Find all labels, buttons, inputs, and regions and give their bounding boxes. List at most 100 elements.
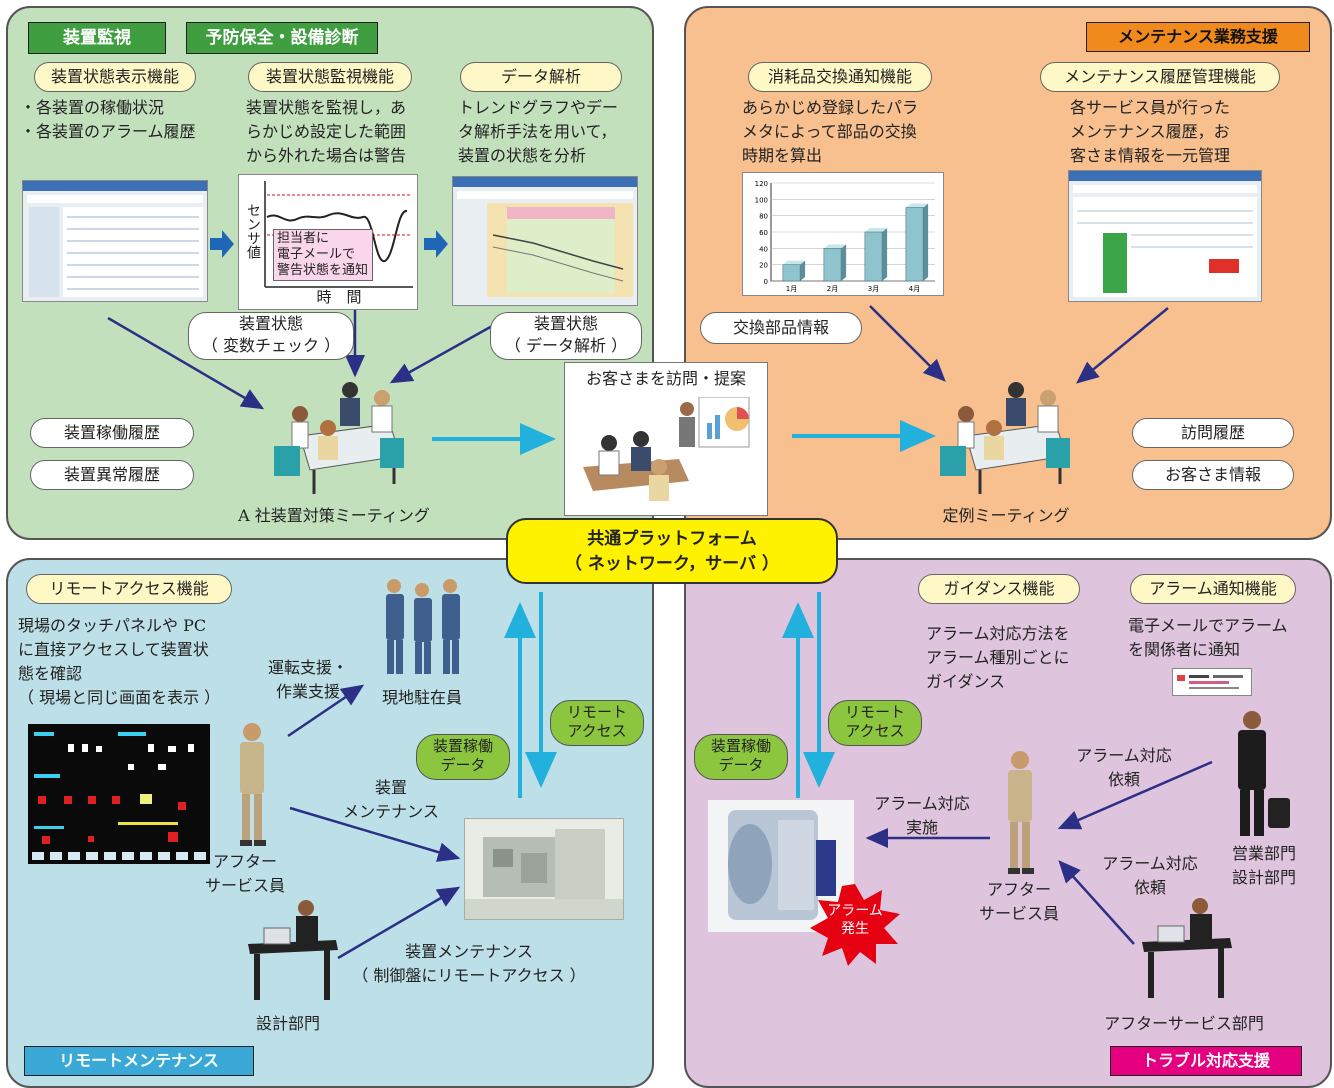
email-icon	[1172, 668, 1252, 696]
tag-monitoring: 装置監視	[28, 22, 166, 54]
chart-bar-top	[823, 244, 847, 249]
tag-preventive: 予防保全・設備診断	[186, 22, 378, 54]
pill-anomaly-history: 装置異常履歴	[30, 460, 194, 490]
support-label: 運転支援・ 作業支援	[267, 658, 348, 701]
graph-ylabel: センサ値	[245, 203, 261, 259]
chart-bar	[864, 231, 883, 282]
meeting-a-label: A 社装置対策ミーティング	[238, 506, 430, 525]
chart-xtick: 4月	[909, 285, 920, 293]
common-platform: 共通プラットフォーム （ ネットワーク，サーバ ）	[506, 518, 838, 584]
trouble-service-label: アフター サービス員	[978, 880, 1059, 923]
text-alarm-notify: 電子メールでアラーム を関係者に通知	[1128, 616, 1288, 659]
alarm-burst	[810, 884, 900, 966]
tag-trouble-support: トラブル対応支援	[1110, 1046, 1302, 1076]
chart-ytick: 0	[764, 278, 768, 286]
chart-bar-side	[800, 260, 806, 281]
touch-panel-screen	[28, 724, 210, 864]
platform-line1: 共通プラットフォーム	[587, 529, 757, 549]
text-consumables: あらかじめ登録したパラ メタによって部品の交換 時期を算出	[742, 98, 919, 165]
visit-panel: お客さまを訪問・提案	[564, 362, 768, 516]
arrow	[337, 886, 461, 960]
arrow	[287, 684, 365, 738]
pill-op-data-left: 装置稼働 データ	[416, 734, 510, 780]
arrow	[210, 230, 234, 258]
chart-bar	[823, 248, 842, 282]
pill-op-data-right: 装置稼働 データ	[694, 734, 788, 780]
meeting-illustration-regular	[936, 376, 1076, 496]
chart-bar-top	[905, 203, 929, 208]
text-remote-access: 現場のタッチパネルや PC に直接アクセスして装置状 態を確認 （ 現場と同じ画…	[18, 616, 221, 707]
service-worker-right	[996, 748, 1042, 878]
chart-ytick: 40	[759, 245, 768, 253]
pill-parts-info: 交換部品情報	[700, 312, 862, 344]
service-dept-label: アフターサービス部門	[1104, 1014, 1264, 1033]
remote-service-label: アフター サービス員	[204, 852, 285, 895]
chart-ytick: 80	[759, 213, 768, 221]
equipment-photo	[464, 818, 624, 920]
text-status-monitor: 装置状態を監視し，あ らかじめ設定した範囲 から外れた場合は警告	[246, 98, 407, 165]
pill-consumables: 消耗品交換通知機能	[748, 62, 932, 92]
pill-remote-access-left: リモート アクセス	[550, 700, 644, 746]
text-guidance: アラーム対応方法を アラーム種別ごとに ガイダンス	[926, 624, 1070, 691]
arrow	[289, 806, 461, 862]
sales-label: 営業部門 設計部門	[1231, 844, 1296, 887]
maint-label: 装置 メンテナンス	[343, 778, 439, 821]
chart-ytick: 120	[755, 180, 768, 188]
chart-xtick: 2月	[827, 285, 838, 293]
chart-xtick: 3月	[868, 285, 879, 293]
arrow	[1057, 760, 1213, 830]
arrow	[107, 316, 265, 410]
chart-ytick: 60	[759, 229, 768, 237]
chart-bar-side	[841, 244, 847, 281]
alarm-action-label: アラーム対応 実施	[874, 794, 970, 837]
pill-guidance: ガイダンス機能	[918, 574, 1080, 604]
onsite-staff	[378, 574, 468, 680]
onsite-label: 現地駐在員	[381, 688, 462, 707]
meeting-illustration-a	[270, 376, 410, 496]
screenshot-data-analysis	[452, 176, 638, 306]
chart-bar-side	[923, 203, 929, 281]
graph-xlabel: 時 間	[316, 288, 362, 306]
pill-operation-history: 装置稼働履歴	[30, 418, 194, 448]
tag-maintenance-support: メンテナンス業務支援	[1086, 22, 1310, 52]
sales-person	[1224, 706, 1294, 840]
meeting-regular-label: 定例ミーティング	[942, 506, 1070, 525]
alarm-req1-label: アラーム対応 依頼	[1076, 746, 1172, 789]
visit-title: お客さまを訪問・提案	[585, 369, 746, 388]
platform-line2: （ ネットワーク，サーバ ）	[564, 554, 780, 574]
arrow	[1058, 860, 1135, 945]
pill-state-data-analysis: 装置状態 （ データ解析 ）	[490, 312, 642, 360]
screenshot-status-display	[22, 180, 208, 302]
chart-xtick: 1月	[786, 285, 797, 293]
chart-ytick: 100	[755, 196, 768, 204]
chart-bar-top	[864, 228, 888, 232]
text-status-display: ・各装置の稼働状況 ・各装置のアラーム履歴	[20, 98, 196, 141]
alarm-label: アラーム 発生	[827, 903, 883, 937]
pill-status-display: 装置状態表示機能	[34, 62, 196, 92]
chart-bar	[905, 207, 924, 282]
pill-state-variable-check: 装置状態 （ 変数チェック ）	[188, 312, 354, 360]
arrow	[424, 230, 448, 258]
pill-data-analysis: データ解析	[460, 62, 622, 92]
chart-bar-top	[782, 260, 806, 265]
designer-desk	[244, 896, 340, 1006]
arrow	[869, 305, 946, 382]
sensor-graph: センサ値 時 間 担当者に 電子メールで 警告状態を通知	[238, 174, 418, 310]
tag-remote-maintenance: リモートメンテナンス	[24, 1046, 254, 1076]
text-data-analysis: トレンドグラフやデー タ解析手法を用いて， 装置の状態を分析	[458, 98, 619, 165]
pill-remote-access-right: リモート アクセス	[828, 700, 922, 746]
chart-bar	[782, 264, 801, 282]
alarm-req2-label: アラーム対応 依頼	[1102, 854, 1198, 897]
pill-alarm-notify: アラーム通知機能	[1130, 574, 1296, 604]
screenshot-maintenance-history	[1068, 170, 1262, 302]
service-worker-left	[228, 720, 274, 850]
pill-maintenance-history: メンテナンス履歴管理機能	[1040, 62, 1280, 92]
pill-visit-history: 訪問履歴	[1132, 418, 1294, 448]
design-label: 設計部門	[255, 1014, 320, 1033]
pill-remote-access: リモートアクセス機能	[26, 574, 232, 604]
design-maint-label: 装置メンテナンス （ 制御盤にリモートアクセス ）	[352, 942, 586, 985]
graph-note: 担当者に 電子メールで 警告状態を通知	[273, 229, 373, 281]
chart-bar-side	[882, 228, 888, 281]
